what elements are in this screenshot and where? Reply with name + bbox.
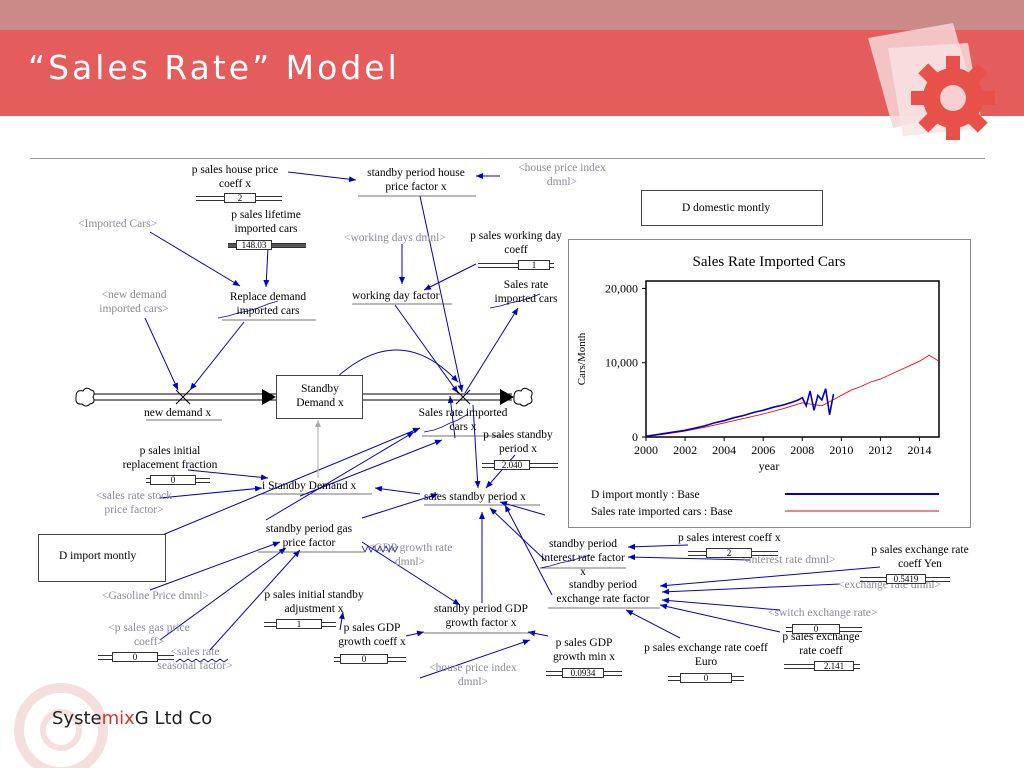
node-imported-cars: <Imported Cars>: [78, 218, 158, 230]
node-p-sales-house-price-coeff: p sales house price coeff x: [191, 164, 279, 190]
node-p-sales-initial: p sales initial replacement fraction: [122, 445, 218, 471]
node-p-sales-working-day: p sales working day coeff: [470, 230, 562, 256]
node-d-domestic: D domestic montly: [682, 202, 771, 214]
sales-rate-chart: Sales Rate Imported Cars 2000 2002 2004 2006…: [568, 239, 971, 528]
flow-sales-rate-imported-cars[interactable]: Sales rate imported cars x: [418, 407, 508, 433]
plot-frame: [645, 280, 940, 438]
node-sales-standby-period[interactable]: sales standby period x: [424, 491, 526, 503]
node-replace-demand[interactable]: Replace demand imported cars: [229, 291, 307, 317]
series-line-1: [645, 354, 940, 437]
node-p-sales-gas-price: <p sales gas price coeff>: [108, 622, 190, 648]
node-sales-rate-imported-shadow: Sales rate imported cars: [494, 279, 558, 305]
node-sales-rate-stock: <sales rate stock price factor>: [95, 490, 173, 516]
node-p-sales-gdp-min: p sales GDP growth min x: [553, 637, 615, 663]
slider-standby-period[interactable]: 2.040: [482, 460, 558, 470]
slider-interest[interactable]: 2: [688, 548, 778, 558]
legend-label-0: D import montly : Base: [591, 489, 700, 501]
slider-exchange-coeff[interactable]: 2.141: [784, 661, 860, 671]
slider-house-price-coeff[interactable]: 2: [196, 193, 282, 203]
node-d-domestic-box[interactable]: D domestic montly: [641, 190, 823, 226]
x-tick-label: 2000: [634, 443, 658, 457]
slider-gdp-min[interactable]: 0.0934: [546, 668, 622, 678]
y-tick-label: 0: [632, 430, 638, 444]
slider-initial-fraction[interactable]: 0: [146, 475, 210, 485]
x-tick-label: 2012: [868, 443, 892, 457]
logo-gear-icon: [14, 683, 108, 768]
series-line-0: [645, 388, 835, 438]
slider-exchange-euro[interactable]: 0: [668, 673, 744, 683]
node-p-sales-exchange-yen: p sales exchange rate coeff Yen: [871, 544, 969, 570]
slider-exchange-yen[interactable]: 0.5419: [860, 574, 950, 584]
y-tick-label: 20,000: [605, 281, 638, 295]
node-p-sales-lifetime: p sales lifetime imported cars: [231, 209, 301, 235]
stock-standby-demand-label: Standby Demand x: [296, 383, 344, 409]
slider-lifetime[interactable]: 148.03: [228, 240, 306, 250]
node-standby-gas[interactable]: standby period gas price factor: [265, 523, 353, 549]
node-gdp-growth-rate: <GDP growth rate dmnl>: [367, 542, 453, 568]
slider-initial-adj[interactable]: 1: [264, 619, 336, 629]
slide-title: “Sales Rate” Model: [28, 48, 400, 87]
y-axis-label: Cars/Month: [576, 332, 588, 385]
y-tick-label: 10,000: [605, 356, 638, 370]
slider-gas-price[interactable]: 0: [98, 652, 174, 662]
x-tick-label: 2008: [790, 443, 814, 457]
node-standby-exchange[interactable]: standby period exchange rate factor: [556, 579, 650, 605]
node-p-sales-interest: p sales interest coeff x: [678, 532, 781, 544]
node-working-day-factor[interactable]: working day factor: [352, 290, 440, 302]
node-working-days: <working days dmnl>: [344, 232, 446, 244]
x-tick-label: 2014: [907, 443, 931, 457]
gear-icon: [868, 23, 995, 140]
x-tick-label: 2010: [829, 443, 853, 457]
node-house-price-index-top: <house price index dmnl>: [518, 162, 606, 188]
company-logo: SystemixG Ltd Co: [52, 708, 213, 729]
legend-label-1: Sales rate imported cars : Base: [591, 506, 732, 518]
node-sales-rate-seasonal: <sales rate seasonal factor>: [157, 646, 233, 672]
flow-new-demand[interactable]: new demand x: [144, 407, 212, 419]
slider-working-day[interactable]: 1: [478, 260, 554, 270]
node-p-sales-gdp-growth: p sales GDP growth coeff x: [338, 622, 406, 648]
x-axis-label: year: [759, 459, 780, 473]
node-p-sales-initial-adj: p sales initial standby adjustment x: [264, 589, 364, 615]
node-i-standby-demand[interactable]: i Standby Demand x: [262, 480, 357, 492]
node-new-demand-imported: <new demand imported cars>: [99, 289, 169, 315]
stock-standby-demand[interactable]: Standby Demand x: [276, 375, 363, 419]
node-p-sales-exchange-euro: p sales exchange rate coeff Euro: [644, 642, 768, 668]
node-d-import: D import montly: [59, 550, 137, 562]
node-standby-period-house[interactable]: standby period house price factor x: [367, 167, 465, 193]
header-top-band: [0, 0, 1024, 30]
node-p-sales-standby-period: p sales standby period x: [483, 429, 553, 455]
divider-line: [30, 158, 985, 159]
node-p-sales-exchange-coeff: p sales exchange rate coeff: [782, 631, 860, 657]
x-tick-label: 2002: [673, 443, 697, 457]
node-standby-interest[interactable]: standby period interest rate factor x: [541, 538, 625, 578]
node-interest-rate: <interest rate dmnl>: [742, 554, 836, 566]
node-d-import-box[interactable]: D import montly: [38, 534, 166, 582]
slider-gdp-growth[interactable]: 0: [334, 654, 406, 664]
header-band: [0, 30, 1024, 116]
node-standby-gdp[interactable]: standby period GDP growth factor x: [434, 603, 528, 629]
node-gasoline-price: <Gasoline Price dmnl>: [102, 590, 209, 602]
chart-title: Sales Rate Imported Cars: [693, 254, 846, 270]
x-tick-label: 2006: [751, 443, 775, 457]
x-tick-label: 2004: [712, 443, 736, 457]
chart-svg: Sales Rate Imported Cars 2000 2002 2004 2006…: [576, 254, 940, 518]
slider-switch-exchange[interactable]: 0: [786, 624, 862, 634]
node-switch-exchange: <switch exchange rate>: [768, 607, 878, 619]
node-house-price-index-bottom: <house price index dmnl>: [429, 662, 517, 688]
